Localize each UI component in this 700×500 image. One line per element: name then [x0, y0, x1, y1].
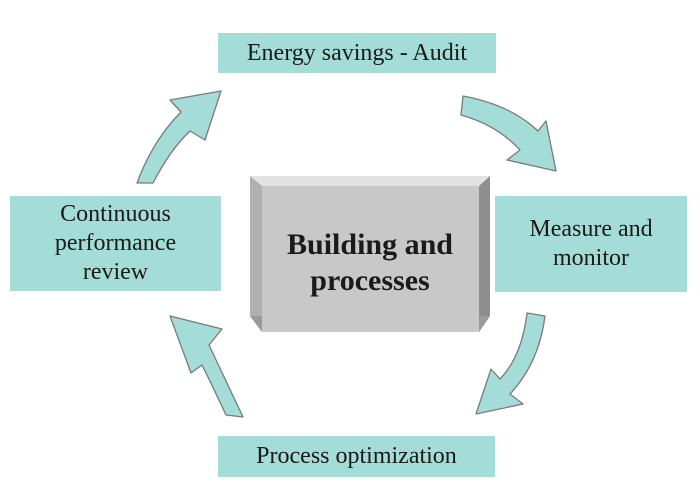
step-label-line: review	[82, 259, 149, 285]
center-block	[250, 176, 490, 332]
step-label-line: Continuous	[60, 201, 171, 227]
center-block-front-face	[262, 186, 479, 332]
step-continuous-performance-review: Continuous performance review	[10, 196, 221, 291]
center-block-top-face	[250, 176, 490, 186]
arrow-bottom-left	[169, 315, 244, 418]
center-label-line: Building and	[287, 227, 453, 261]
center-block-left-face	[250, 176, 262, 332]
arrow-top-right	[460, 95, 557, 172]
step-measure-and-monitor: Measure and monitor	[495, 196, 687, 292]
step-process-optimization: Process optimization	[218, 436, 495, 477]
center-block-side-face	[479, 176, 490, 332]
step-label-line: monitor	[553, 245, 629, 271]
center-label: Building and processes	[252, 193, 488, 332]
step-box-top-bg	[218, 33, 496, 73]
step-box-left-bg	[10, 196, 221, 291]
step-box-bottom-bg	[218, 436, 495, 477]
step-label-line: Measure and	[529, 216, 653, 242]
step-box-right-bg	[495, 196, 687, 292]
step-label-line: performance	[54, 230, 177, 256]
step-energy-savings-audit: Energy savings - Audit	[218, 33, 496, 73]
step-label: Energy savings - Audit	[246, 39, 468, 66]
arrow-right-bottom	[475, 312, 546, 415]
center-label-line: processes	[310, 263, 430, 297]
step-label: Process optimization	[256, 443, 457, 469]
arrow-left-top	[136, 90, 222, 184]
